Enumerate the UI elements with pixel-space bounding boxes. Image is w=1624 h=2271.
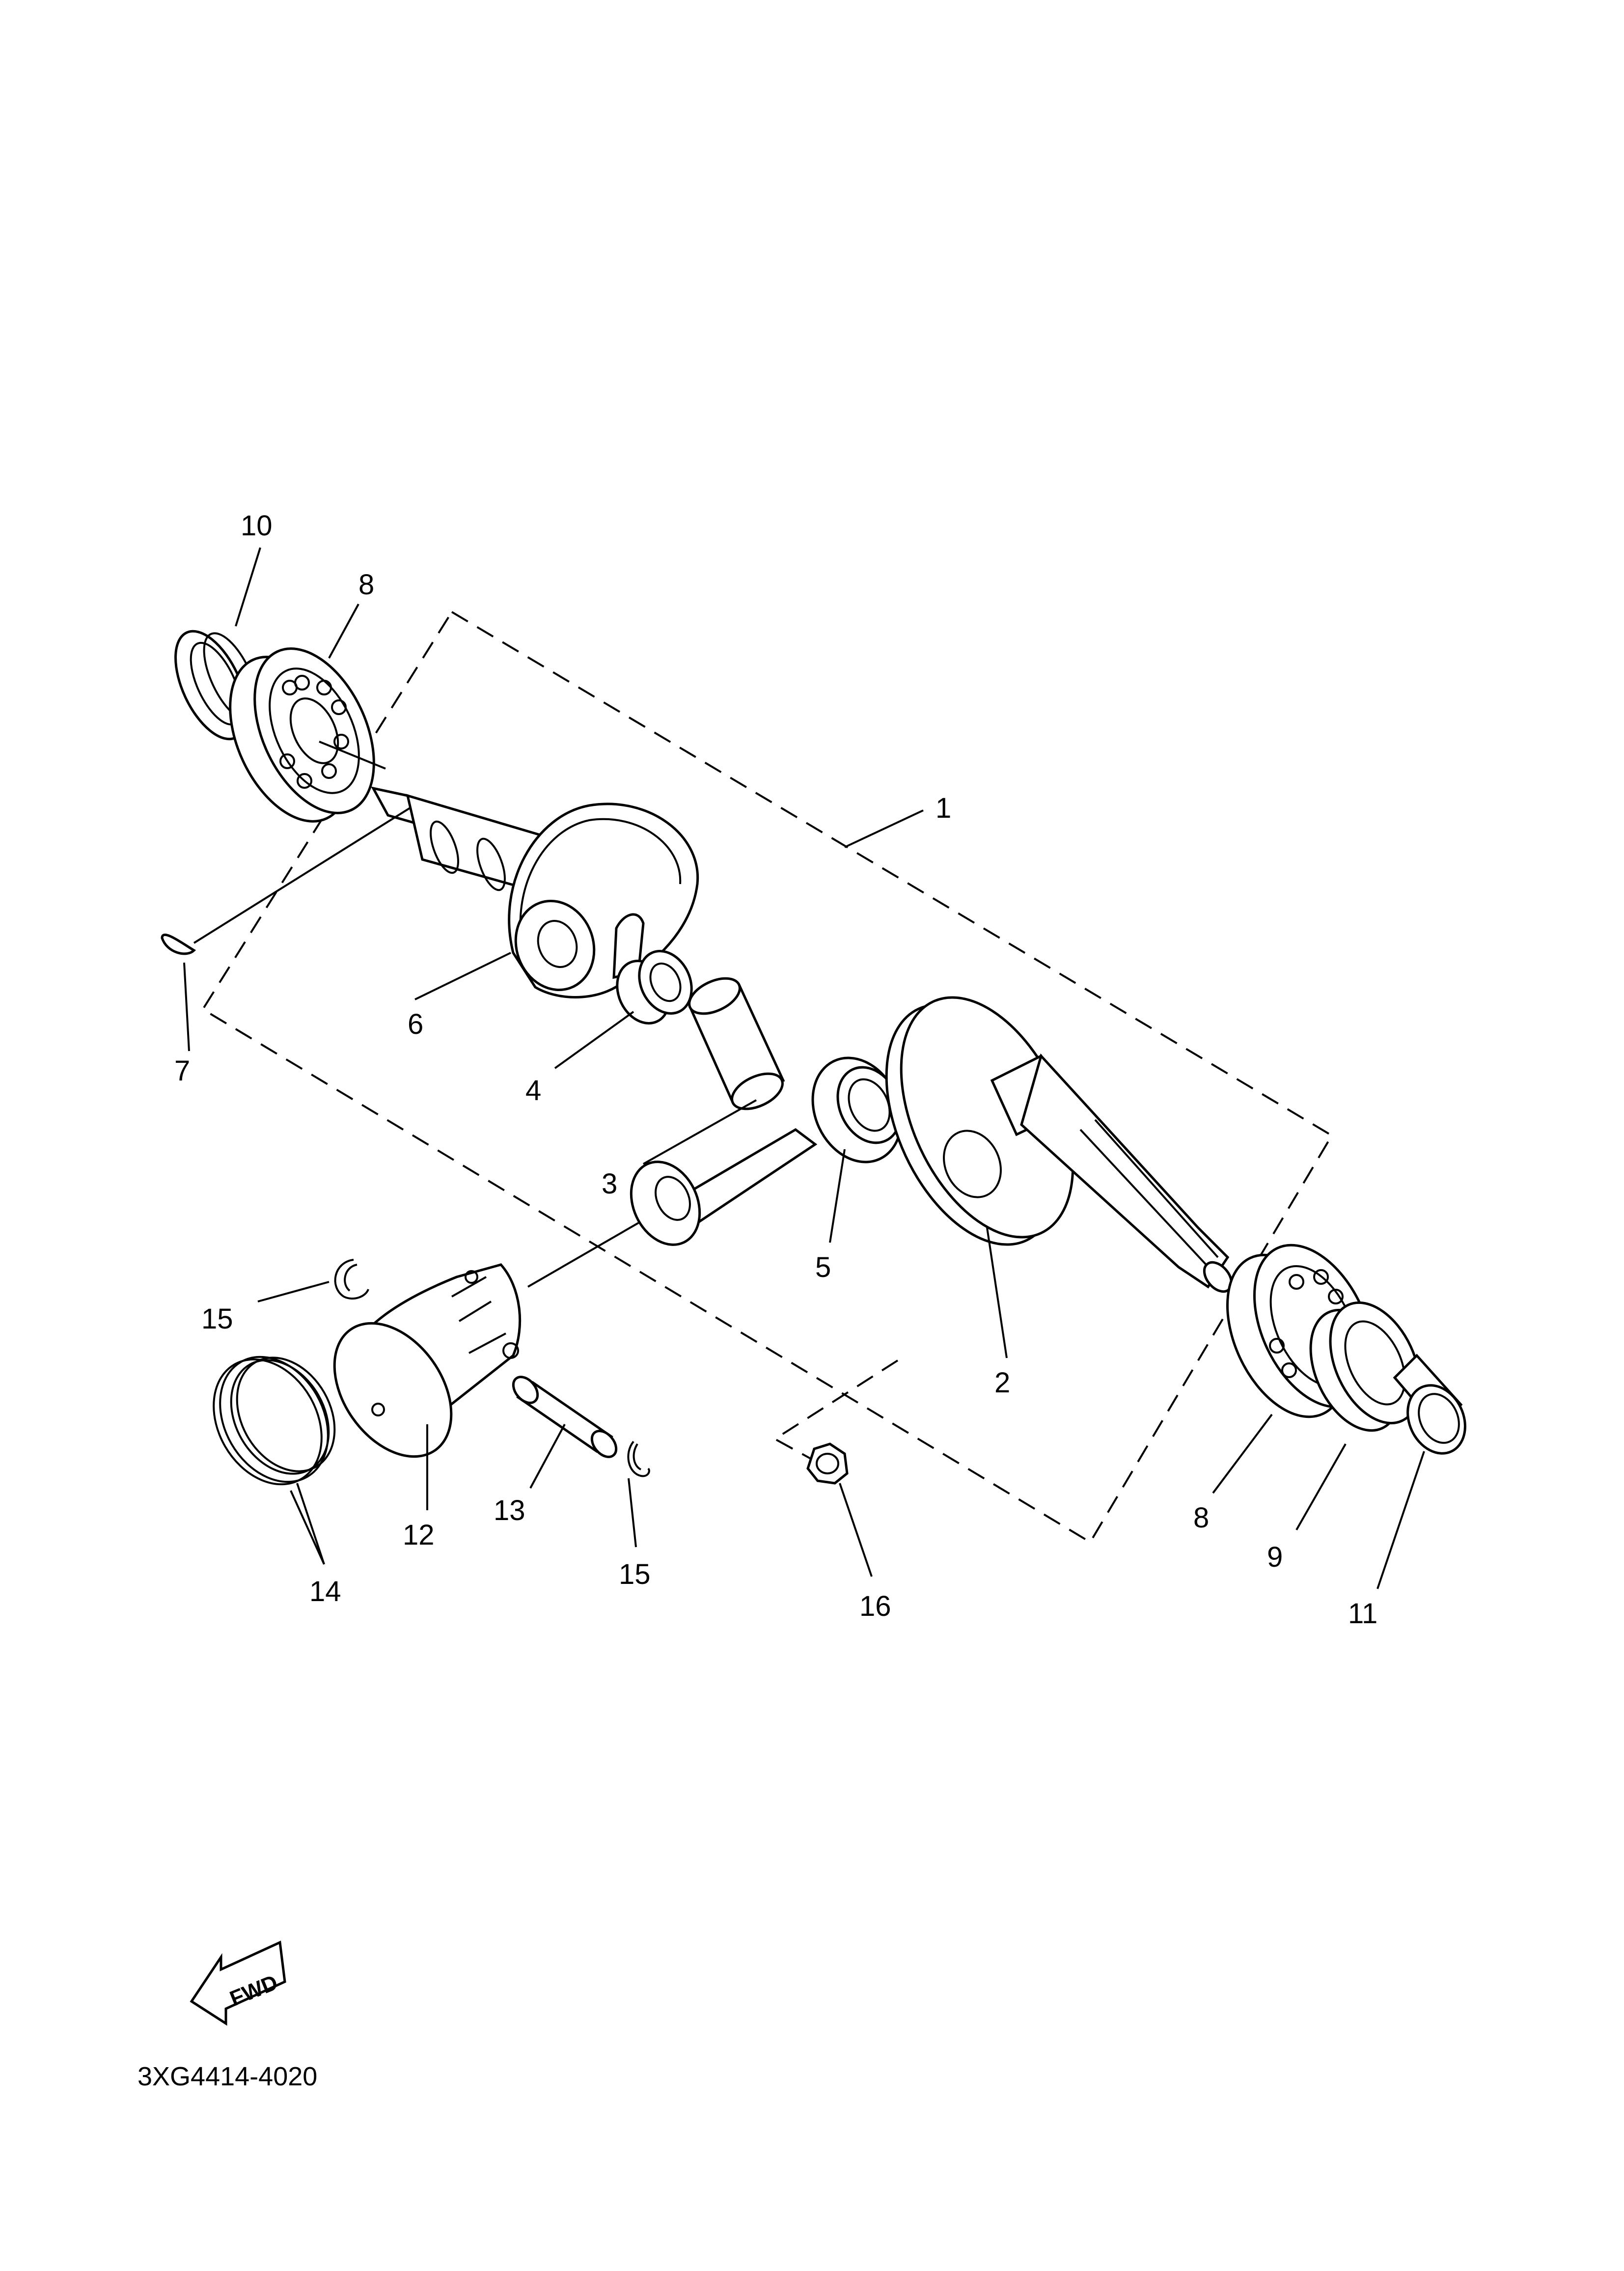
crank-pin-part-3 [643, 977, 785, 1165]
circlip-lower-part-15 [627, 1440, 650, 1548]
nut-part-16 [806, 1442, 873, 1577]
leader-part-10 [235, 547, 261, 627]
leader-part-1 [844, 809, 924, 848]
label-part-16: 16 [859, 1590, 891, 1622]
label-part-14: 14 [309, 1576, 341, 1607]
label-part-12: 12 [403, 1519, 435, 1551]
assembly-boundary [201, 610, 1333, 1544]
leader-part-8-left [328, 604, 359, 659]
label-part-4: 4 [525, 1075, 541, 1107]
label-part-6: 6 [408, 1008, 423, 1040]
label-part-7: 7 [174, 1055, 190, 1087]
circlip-upper-part-15 [257, 1259, 369, 1302]
crank-left-half-part-6 [371, 786, 699, 1000]
label-part-11: 11 [1348, 1598, 1377, 1630]
figure-code: 3XG4414-4020 [138, 2062, 317, 2091]
label-part-13: 13 [494, 1495, 525, 1526]
assembly-boundary-branch [773, 1359, 899, 1462]
needle-bearing-part-4 [554, 950, 693, 1069]
label-part-10: 10 [241, 510, 273, 542]
piston-part-12 [333, 1263, 522, 1510]
bearing-left-part-8 [229, 647, 386, 823]
crank-right-half-part-2 [885, 996, 1233, 1358]
fwd-arrow-icon: FWD [190, 1940, 286, 2026]
label-part-15-upper: 15 [201, 1303, 233, 1335]
connecting-rod-part-5 [527, 1056, 903, 1288]
label-part-8-right: 8 [1193, 1502, 1209, 1534]
label-part-15-lower: 15 [619, 1558, 651, 1590]
woodruff-key-part-7 [161, 807, 411, 1052]
label-part-9: 9 [1267, 1541, 1283, 1573]
label-part-1: 1 [936, 792, 951, 824]
label-part-2: 2 [994, 1367, 1010, 1399]
oil-seal-right-part-9 [1295, 1301, 1421, 1530]
label-part-8-left: 8 [358, 569, 374, 601]
label-part-3: 3 [602, 1168, 617, 1200]
label-part-5: 5 [815, 1251, 831, 1283]
piston-rings-part-14 [213, 1356, 336, 1565]
collar-part-11 [1376, 1354, 1466, 1589]
piston-pin-part-13 [512, 1376, 618, 1489]
